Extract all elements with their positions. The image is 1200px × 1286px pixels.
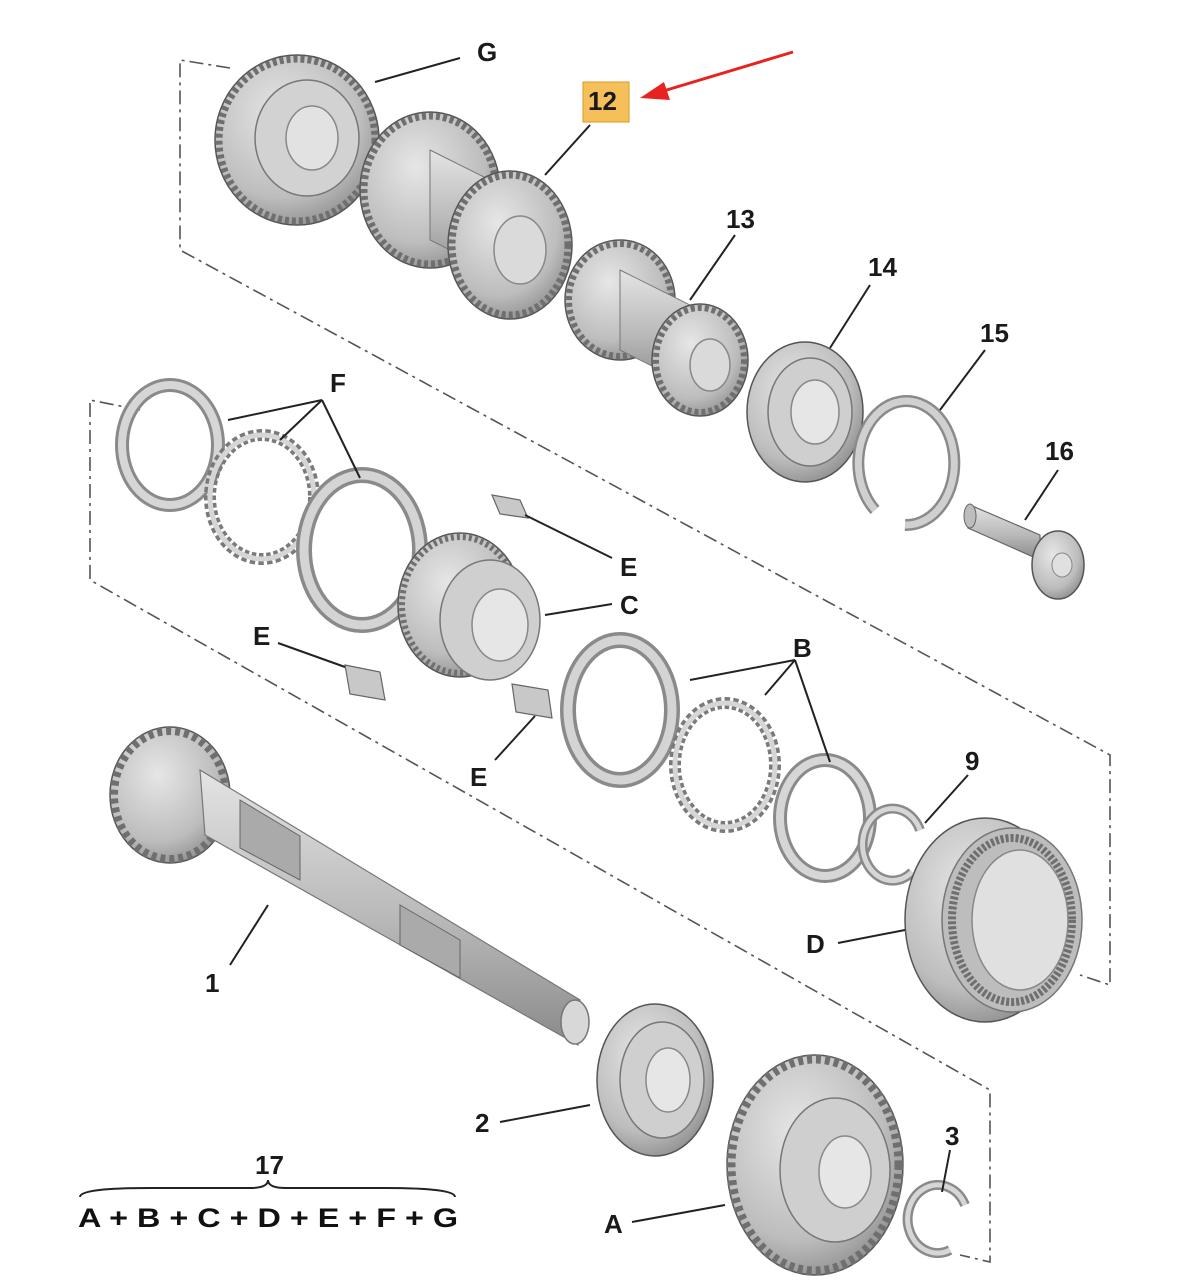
bearing-14 (746, 341, 864, 483)
callout-B: B (793, 633, 812, 663)
gear-G (214, 54, 380, 226)
assembly-boundary-upper (179, 59, 1111, 987)
callout-A: A (604, 1209, 623, 1239)
callout-D: D (806, 929, 825, 959)
callout-E-bottom: E (470, 762, 487, 792)
synchro-hub-C (397, 532, 541, 681)
synchro-rings-F (115, 378, 428, 633)
key-E-bottom (511, 683, 553, 719)
bolt-16 (963, 503, 1085, 600)
callout-G: G (477, 37, 497, 67)
callout-2: 2 (475, 1108, 489, 1138)
callout-3: 3 (945, 1121, 959, 1151)
gear-cluster-13 (564, 239, 749, 417)
bearing-2 (596, 1003, 714, 1157)
kit-brace (79, 1179, 456, 1198)
kit-formula: A + B + C + D + E + F + G (78, 1203, 458, 1233)
assembly-boundary-middle (89, 399, 991, 1264)
callout-E-top: E (620, 552, 637, 582)
callout-15: 15 (980, 318, 1009, 348)
shaft-1 (109, 726, 590, 1047)
callout-C: C (620, 590, 639, 620)
circlip-15 (852, 395, 961, 532)
shift-sleeve-D (904, 817, 1083, 1023)
callout-17: 17 (255, 1150, 284, 1180)
gear-cluster-12 (359, 111, 573, 320)
callout-9: 9 (965, 746, 979, 776)
leader-lines (227, 57, 1059, 1223)
highlight-box-12 (582, 81, 630, 123)
callout-E-left: E (253, 621, 270, 651)
clip-9 (857, 803, 925, 886)
callout-F: F (330, 368, 346, 398)
key-E-left (344, 664, 386, 701)
callout-1: 1 (205, 968, 219, 998)
red-arrow-icon (640, 50, 794, 100)
gear-A (726, 1054, 904, 1276)
callout-14: 14 (868, 252, 897, 282)
synchro-rings-B (560, 632, 877, 883)
callout-16: 16 (1045, 436, 1074, 466)
callout-13: 13 (726, 204, 755, 234)
clip-3 (902, 1180, 970, 1258)
callout-12: 12 (588, 86, 617, 116)
key-E-top (491, 494, 529, 519)
